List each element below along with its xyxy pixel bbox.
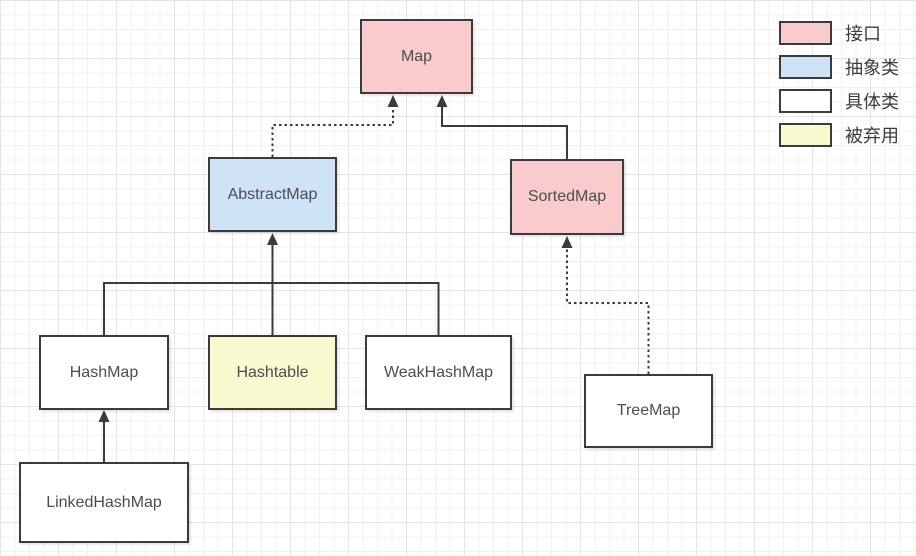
- legend-row-abstract: 抽象类: [779, 55, 899, 79]
- legend: 接口 抽象类 具体类 被弃用: [779, 21, 899, 147]
- node-treemap[interactable]: TreeMap: [584, 374, 713, 448]
- node-hashtable-label: Hashtable: [236, 363, 309, 381]
- legend-row-concrete: 具体类: [779, 89, 899, 113]
- node-weakhashmap-label: WeakHashMap: [383, 363, 494, 381]
- node-abstractmap-label: AbstractMap: [227, 185, 318, 203]
- legend-label-deprecated: 被弃用: [845, 126, 899, 146]
- node-linkedhashmap[interactable]: LinkedHashMap: [19, 462, 189, 543]
- legend-row-interface: 接口: [779, 21, 899, 45]
- node-treemap-label: TreeMap: [616, 402, 681, 419]
- node-abstractmap[interactable]: AbstractMap: [208, 157, 337, 232]
- legend-swatch-deprecated[interactable]: [779, 123, 832, 147]
- node-hashmap-label: HashMap: [69, 363, 139, 381]
- node-sortedmap[interactable]: SortedMap: [510, 159, 624, 235]
- legend-row-deprecated: 被弃用: [779, 123, 899, 147]
- legend-label-concrete: 具体类: [845, 92, 899, 112]
- legend-swatch-concrete[interactable]: [779, 89, 832, 113]
- node-map-label: Map: [400, 47, 433, 65]
- legend-swatch-abstract[interactable]: [779, 55, 832, 79]
- node-hashtable[interactable]: Hashtable: [208, 335, 337, 410]
- edge-sortedmap-to-map: [436, 95, 568, 159]
- node-weakhashmap[interactable]: WeakHashMap: [365, 335, 512, 410]
- edge-treemap-to-sortedmap: [561, 236, 650, 374]
- node-sortedmap-label: SortedMap: [527, 188, 607, 205]
- legend-swatch-interface[interactable]: [779, 21, 832, 45]
- node-map[interactable]: Map: [360, 19, 473, 94]
- edge-children-bracket: [103, 282, 440, 335]
- node-hashmap[interactable]: HashMap: [39, 335, 169, 410]
- legend-label-interface: 接口: [845, 24, 881, 44]
- edge-abstractmap-to-map: [271, 95, 399, 157]
- legend-label-abstract: 抽象类: [845, 58, 899, 78]
- node-linkedhashmap-label: LinkedHashMap: [46, 493, 162, 511]
